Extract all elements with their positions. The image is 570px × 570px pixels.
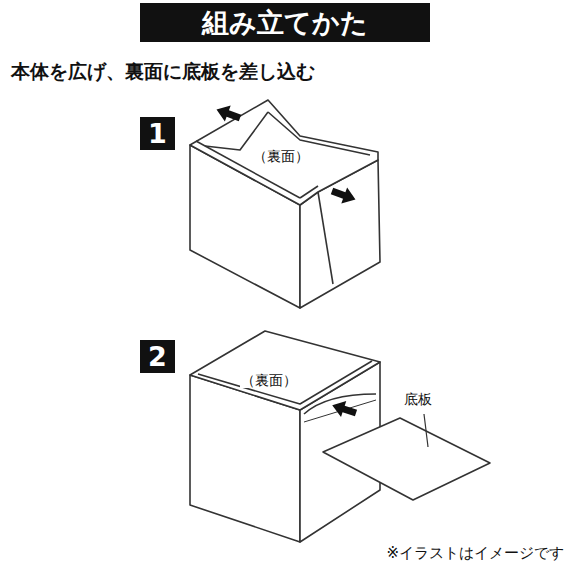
box-top-opening <box>190 100 378 205</box>
title-bar <box>140 3 430 42</box>
box-top-face <box>190 331 380 410</box>
step-number-text: 1 <box>148 120 167 147</box>
caption: ※イラストはイメージです <box>386 545 564 562</box>
arrow <box>214 101 243 126</box>
box-closed <box>190 331 380 542</box>
leader-line <box>424 414 428 447</box>
crease <box>318 192 333 284</box>
step-number: 2 <box>140 340 175 373</box>
face-label: （裏面） <box>240 372 298 388</box>
arrow <box>330 397 359 421</box>
step-number: 1 <box>140 117 175 150</box>
face-label: （裏面） <box>252 148 310 164</box>
part-name: 底板 <box>403 391 433 407</box>
title: 組み立てかた <box>140 6 430 39</box>
rim <box>198 361 372 404</box>
rim <box>300 186 318 198</box>
arrow <box>329 183 358 208</box>
step-number-text: 2 <box>148 343 167 370</box>
box-open <box>190 100 380 308</box>
instruction: 本体を広げ、裏面に底板を差し込む <box>10 61 316 83</box>
bottom-plate <box>323 418 490 500</box>
crease <box>333 262 380 284</box>
